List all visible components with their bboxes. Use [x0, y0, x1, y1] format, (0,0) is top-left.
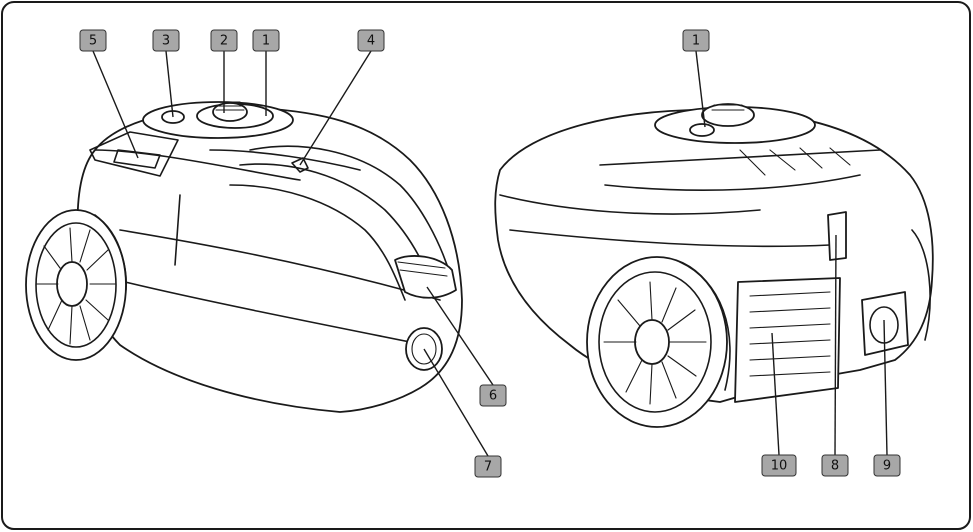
leader-5 [92, 50, 139, 159]
callout-8: 8 [821, 454, 849, 477]
cord-rewind-button [394, 255, 457, 299]
callout-5: 5 [79, 29, 107, 52]
leader-7 [423, 348, 489, 457]
cover-release-latch [827, 211, 847, 261]
callout-4: 4 [357, 29, 385, 52]
callout-4-label: 4 [367, 34, 375, 49]
leader-4 [299, 50, 372, 166]
callout-3-label: 3 [162, 34, 170, 49]
callout-7-label: 7 [484, 460, 492, 475]
callout-1-left: 1 [252, 29, 280, 52]
callout-8-label: 8 [831, 459, 839, 474]
vacuum-front-view [25, 101, 463, 413]
callout-7: 7 [474, 455, 502, 478]
leader-10 [771, 332, 780, 456]
rear-power-dial [701, 103, 755, 127]
vacuum-rear-view [494, 103, 934, 428]
power-cord-outlet [861, 291, 909, 356]
leader-9 [883, 319, 888, 456]
rear-on-off-button [689, 123, 715, 137]
callout-2-label: 2 [220, 34, 228, 49]
callout-5-label: 5 [89, 34, 97, 49]
bag-indicator [291, 157, 309, 173]
carry-handle [113, 149, 161, 169]
exhaust-filter-grille [734, 277, 841, 403]
callout-2: 2 [210, 29, 238, 52]
callout-1-left-label: 1 [262, 34, 270, 49]
callout-6: 6 [479, 384, 507, 407]
leader-3 [165, 50, 174, 118]
leader-6 [426, 286, 494, 386]
callout-3: 3 [152, 29, 180, 52]
callout-9-label: 9 [883, 459, 891, 474]
left-wheel [25, 209, 127, 361]
callout-1-right-label: 1 [692, 34, 700, 49]
callout-1-right: 1 [682, 29, 710, 52]
leader-1-right [695, 50, 706, 128]
callout-9: 9 [873, 454, 901, 477]
leader-8 [834, 234, 837, 456]
callout-10-label: 10 [771, 459, 788, 474]
right-wheel [586, 256, 731, 428]
leader-lines [92, 50, 888, 457]
callout-10: 10 [761, 454, 797, 477]
callout-6-label: 6 [489, 389, 497, 404]
